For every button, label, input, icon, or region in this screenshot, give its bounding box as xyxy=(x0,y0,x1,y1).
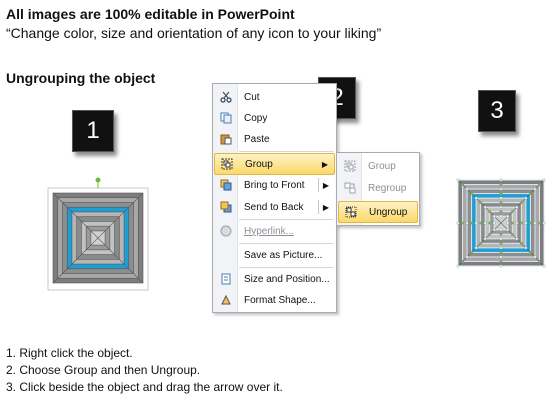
copy-icon xyxy=(214,108,238,128)
submenu-item-ungroup[interactable]: Ungroup xyxy=(338,201,418,223)
menu-item-paste[interactable]: Paste xyxy=(214,129,335,149)
menu-item-format-shape[interactable]: Format Shape... xyxy=(214,290,335,310)
submenu-item-group[interactable]: Group xyxy=(338,156,418,176)
paste-icon xyxy=(214,129,238,149)
submenu-item-regroup[interactable]: Regroup xyxy=(338,178,418,198)
menu-item-label: Copy xyxy=(244,112,268,124)
menu-item-send-to-back[interactable]: Send to Back ▶ xyxy=(214,197,335,217)
menu-item-copy[interactable]: Copy xyxy=(214,108,335,128)
instruction-item: 3. Click beside the object and drag the … xyxy=(6,380,283,394)
menu-item-label: Cut xyxy=(244,91,260,103)
step-badge-1: 1 xyxy=(72,110,114,152)
send-to-back-icon xyxy=(214,197,238,217)
menu-item-label: Hyperlink... xyxy=(244,225,295,237)
menu-item-label: Ungroup xyxy=(369,206,408,218)
regroup-icon xyxy=(338,178,362,198)
menu-item-label: Format Shape... xyxy=(244,294,316,306)
menu-item-cut[interactable]: Cut xyxy=(214,87,335,107)
menu-item-label: Group xyxy=(245,158,273,170)
instruction-item: 1. Right click the object. xyxy=(6,346,133,360)
group-icon xyxy=(338,156,362,176)
menu-item-label: Size and Position... xyxy=(244,273,330,285)
group-submenu: Group Regroup Ungroup xyxy=(336,152,420,226)
step-badge-3: 3 xyxy=(478,90,516,132)
scissors-icon xyxy=(214,87,238,107)
menu-item-group[interactable]: Group ▶ xyxy=(214,153,335,175)
bring-to-front-icon xyxy=(214,175,238,195)
page-title: All images are 100% editable in PowerPoi… xyxy=(6,6,295,22)
group-icon xyxy=(215,154,239,174)
submenu-arrow-icon: ▶ xyxy=(322,202,329,212)
page-subtitle: “Change color, size and orientation of a… xyxy=(6,25,382,41)
submenu-arrow-icon: ▶ xyxy=(321,159,328,169)
menu-item-label: Save as Picture... xyxy=(244,249,323,261)
rotation-handle-icon xyxy=(95,177,101,183)
menu-item-save-as-picture[interactable]: Save as Picture... xyxy=(214,245,335,265)
ungrouped-object[interactable] xyxy=(448,172,552,282)
menu-item-label: Paste xyxy=(244,133,270,145)
menu-item-bring-to-front[interactable]: Bring to Front ▶ xyxy=(214,175,335,195)
format-shape-icon xyxy=(214,290,238,310)
ungroup-icon xyxy=(339,202,363,222)
grouped-object-selected[interactable] xyxy=(40,176,155,298)
menu-item-hyperlink[interactable]: Hyperlink... xyxy=(214,221,335,241)
size-position-icon xyxy=(214,269,238,289)
submenu-arrow-icon: ▶ xyxy=(322,180,329,190)
section-title: Ungrouping the object xyxy=(6,70,156,86)
instruction-list: 1. Right click the object. 2. Choose Gro… xyxy=(6,345,283,396)
menu-item-label: Group xyxy=(368,160,396,172)
hyperlink-icon xyxy=(214,221,238,241)
context-menu: Cut Copy Paste Group ▶ Bring to Front ▶ … xyxy=(212,83,337,313)
instruction-item: 2. Choose Group and then Ungroup. xyxy=(6,363,201,377)
menu-item-label: Regroup xyxy=(368,182,407,194)
menu-item-label: Send to Back xyxy=(244,201,304,213)
menu-item-size-and-position[interactable]: Size and Position... xyxy=(214,269,335,289)
menu-item-label: Bring to Front xyxy=(244,179,305,191)
